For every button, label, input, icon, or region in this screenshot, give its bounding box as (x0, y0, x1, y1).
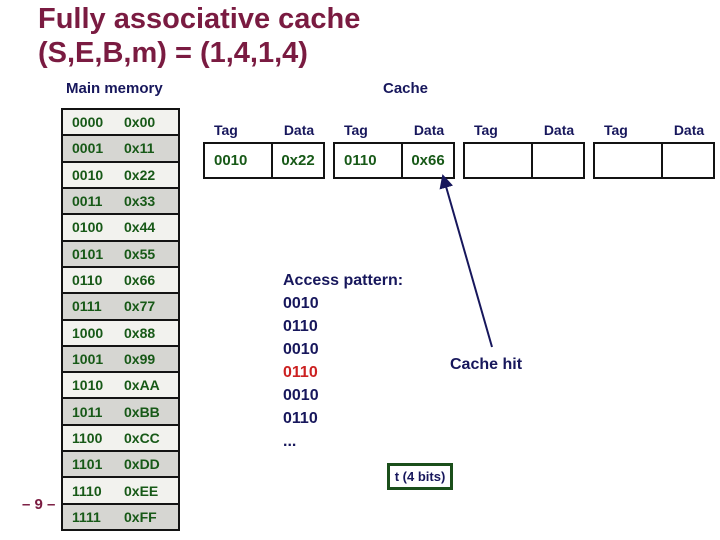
memory-address: 1100 (72, 429, 103, 446)
tag-header: Tag (344, 122, 368, 138)
memory-address: 1111 (72, 508, 101, 525)
memory-value: 0x11 (124, 140, 155, 157)
memory-address: 0111 (72, 298, 102, 315)
memory-row: 0111 0x77 (61, 292, 180, 321)
tag-header: Tag (604, 122, 628, 138)
memory-address: 1011 (72, 403, 103, 420)
access-pattern-item: ... (283, 433, 297, 450)
memory-value: 0xCC (124, 429, 160, 446)
access-pattern-item: 0110 (283, 318, 318, 335)
cache-entry-headers: Tag Data (463, 122, 585, 142)
memory-row: 1001 0x99 (61, 344, 180, 374)
memory-row: 1100 0xCC (61, 423, 180, 453)
cache-line: 0010 0x22 (203, 142, 325, 179)
data-header: Data (673, 122, 705, 138)
cache-line (593, 142, 715, 179)
data-header: Data (283, 122, 315, 138)
memory-row: 1111 0xFF (61, 502, 180, 531)
cache-line: 0110 0x66 (333, 142, 455, 179)
access-pattern: Access pattern: 0010 0110 0010 0110 0010 0110… (283, 269, 403, 453)
memory-address: 0101 (72, 245, 104, 262)
memory-row: 1110 0xEE (61, 476, 180, 505)
address-bits-box: t (4 bits) (387, 463, 453, 490)
memory-value: 0x55 (124, 245, 156, 262)
cache-label: Cache (383, 80, 429, 97)
page-number: – 9 – (22, 496, 56, 513)
memory-value: 0x44 (124, 219, 156, 236)
cache-entry-headers: Tag Data (203, 122, 325, 142)
memory-value: 0xEE (124, 482, 159, 499)
memory-address: 0001 (72, 140, 104, 157)
memory-value: 0xAA (124, 377, 160, 394)
slide-title-line1: Fully associative cache (38, 3, 361, 35)
access-pattern-item: 0010 (283, 387, 319, 404)
memory-row: 0001 0x11 (61, 134, 180, 163)
memory-value: 0x66 (124, 272, 156, 289)
data-header: Data (413, 122, 445, 138)
memory-value: 0x99 (124, 350, 156, 367)
memory-address: 1001 (72, 350, 104, 367)
memory-row: 1010 0xAA (61, 371, 180, 400)
cache-data-value: 0x66 (411, 152, 445, 169)
access-pattern-item: 0110 (283, 364, 318, 381)
memory-address: 1000 (72, 324, 104, 341)
cache-data-value (663, 144, 713, 177)
cache-entry-headers: Tag Data (593, 122, 715, 142)
cache-tag-value (465, 144, 533, 177)
memory-value: 0x77 (124, 298, 156, 315)
tag-header: Tag (214, 122, 238, 138)
memory-address: 0000 (72, 114, 104, 131)
cache-data-value: 0x22 (281, 152, 315, 169)
access-pattern-label: Access pattern: (283, 272, 404, 289)
memory-address: 1101 (72, 456, 103, 473)
memory-value: 0x00 (124, 114, 156, 131)
memory-address: 0110 (72, 272, 103, 289)
access-pattern-item: 0010 (283, 341, 319, 358)
memory-address: 0010 (72, 166, 104, 183)
data-header: Data (543, 122, 575, 138)
memory-row: 0000 0x00 (61, 108, 180, 137)
cache-data-value (533, 144, 583, 177)
memory-address: 0011 (72, 193, 103, 210)
memory-row: 1101 0xDD (61, 450, 180, 479)
cache-hit-label: Cache hit (450, 356, 523, 373)
memory-row: 0010 0x22 (61, 160, 180, 189)
access-pattern-item: 0010 (283, 295, 319, 312)
memory-row: 0110 0x66 (61, 265, 180, 295)
memory-address: 1110 (72, 482, 102, 499)
cache-entry-headers: Tag Data (333, 122, 455, 142)
cache-tag-value: 0110 (335, 144, 403, 177)
cache-entry: Tag Data (593, 122, 715, 179)
memory-row: 0100 0x44 (61, 213, 180, 242)
memory-row: 1000 0x88 (61, 318, 180, 347)
memory-value: 0x33 (124, 193, 156, 210)
memory-row: 0101 0x55 (61, 239, 180, 268)
access-pattern-list: 0010 0110 0010 0110 0010 0110... (283, 292, 403, 453)
access-pattern-item: 0110 (283, 410, 318, 427)
tag-header: Tag (474, 122, 498, 138)
memory-value: 0xBB (124, 403, 160, 420)
cache-line (463, 142, 585, 179)
memory-address: 0100 (72, 219, 104, 236)
memory-value: 0xFF (124, 508, 157, 525)
memory-value: 0x88 (124, 324, 156, 341)
cache-entry: Tag Data 0110 0x66 (333, 122, 455, 179)
slide-title-line2: (S,E,B,m) = (1,4,1,4) (38, 37, 308, 69)
memory-value: 0x22 (124, 166, 156, 183)
main-memory-label: Main memory (66, 80, 163, 97)
memory-row: 1011 0xBB (61, 397, 180, 426)
memory-value: 0xDD (124, 456, 160, 473)
cache-entry: Tag Data (463, 122, 585, 179)
cache-entry: Tag Data 0010 0x22 (203, 122, 325, 179)
memory-row: 0011 0x33 (61, 186, 180, 216)
main-memory-table: 0000 0x00 0001 0x11 0010 0x22 0011 0x33 0100 0x44… (61, 108, 180, 531)
cache-tag-value: 0010 (205, 144, 273, 177)
cache-tag-value (595, 144, 663, 177)
slide-title: Fully associative cache (S,E,B,m) = (1,4… (38, 2, 360, 70)
memory-address: 1010 (72, 377, 104, 394)
